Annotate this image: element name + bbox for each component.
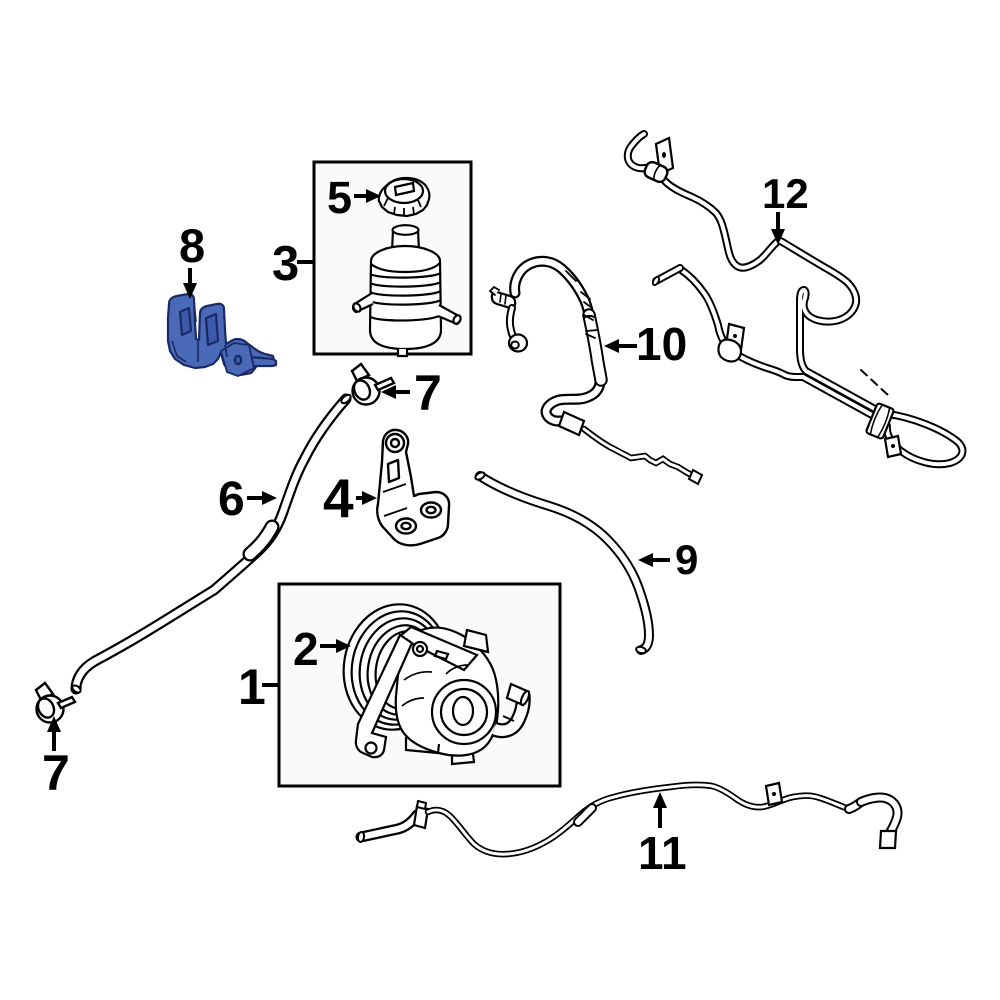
svg-text:12: 12 — [762, 170, 809, 217]
svg-text:5: 5 — [327, 172, 352, 223]
svg-text:4: 4 — [323, 467, 354, 529]
svg-text:9: 9 — [675, 536, 698, 583]
svg-text:3: 3 — [272, 237, 299, 291]
svg-text:10: 10 — [636, 318, 687, 370]
svg-text:7: 7 — [414, 365, 442, 421]
svg-text:11: 11 — [638, 827, 687, 879]
svg-text:7: 7 — [42, 745, 70, 801]
svg-text:2: 2 — [293, 623, 319, 675]
svg-text:6: 6 — [218, 473, 245, 526]
svg-text:8: 8 — [179, 219, 205, 272]
svg-text:1: 1 — [238, 659, 266, 715]
